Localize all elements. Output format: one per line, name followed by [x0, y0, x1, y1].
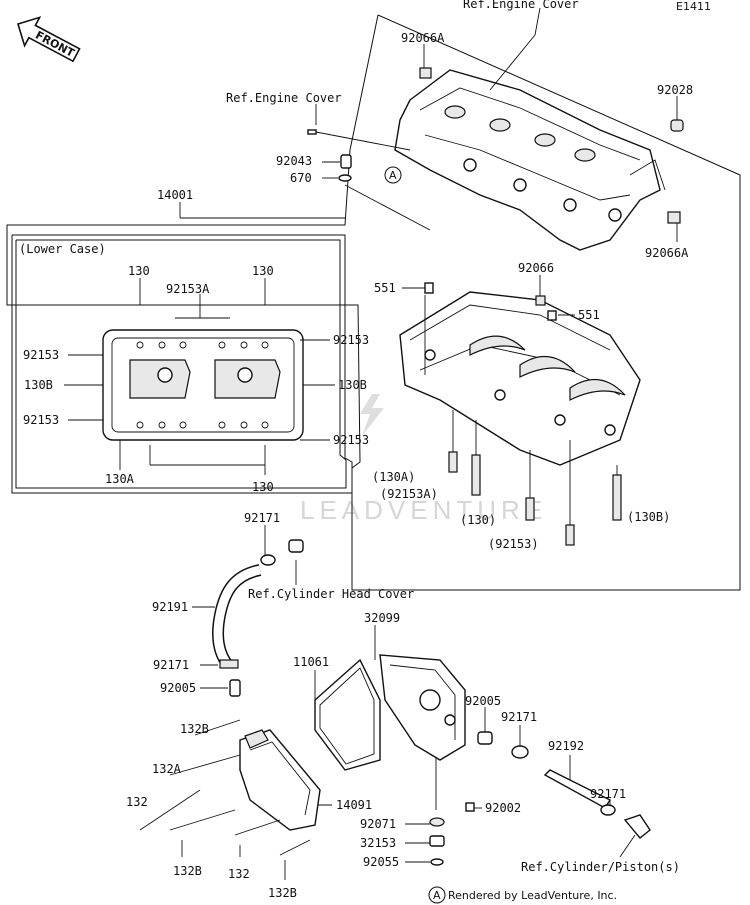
ref-cylinder-piston: Ref.Cylinder/Piston(s)	[521, 860, 680, 874]
part-92028	[670, 119, 684, 132]
callout-lc-92153-l2: 92153	[23, 413, 59, 427]
callout-92192: 92192	[548, 739, 584, 753]
drain-plug-assembly	[429, 802, 475, 866]
callout-lc-130b-l: 130B	[24, 378, 53, 392]
oil-pan-32099	[379, 654, 466, 761]
watermark-text: LEADVENTURE	[300, 495, 547, 525]
breather-hose-92191	[212, 564, 262, 669]
gasket-11061	[314, 658, 381, 771]
callout-92171-right: 92171	[501, 710, 537, 724]
lower-case-inset	[11, 234, 353, 494]
callout-bolt-92153: (92153)	[488, 537, 539, 551]
svg-text:A: A	[433, 889, 441, 902]
part-callouts: 92066A 92028 92043 670 14001 92066A 551 …	[23, 31, 693, 900]
part-92005-right	[477, 731, 493, 745]
callout-92055: 92055	[363, 855, 399, 869]
callout-lc-92153-r1: 92153	[333, 333, 369, 347]
reference-marker-a-upper: A	[384, 166, 402, 184]
callout-14001: 14001	[157, 188, 193, 202]
callout-92071: 92071	[360, 817, 396, 831]
callout-92171-far: 92171	[590, 787, 626, 801]
clamp-92171-far	[600, 804, 616, 816]
ref-engine-cover-top: Ref.Engine Cover	[463, 0, 579, 11]
ref-cylinder-head-cover: Ref.Cylinder Head Cover	[248, 587, 414, 601]
clamp-92171-top	[260, 554, 276, 566]
ref-engine-cover-left: Ref.Engine Cover	[226, 91, 342, 105]
part-dowel	[307, 129, 317, 135]
lower-crankcase	[399, 291, 641, 466]
callout-lc-92153-l1: 92153	[23, 348, 59, 362]
callout-132a: 132A	[152, 762, 182, 776]
callout-132b-bot2: 132B	[268, 886, 297, 900]
callout-92191: 92191	[152, 600, 188, 614]
callout-lc-92153a: 92153A	[166, 282, 210, 296]
part-cylinder-head-fitting	[288, 539, 304, 553]
reference-marker-a-lower: A	[428, 886, 446, 904]
callout-bolt-92153a: (92153A)	[380, 487, 438, 501]
upper-crankcase	[394, 69, 666, 251]
callout-92002: 92002	[485, 801, 521, 815]
svg-text:A: A	[389, 169, 397, 182]
clamp-92171-mid	[219, 659, 239, 669]
callout-bolt-130b: (130B)	[627, 510, 670, 524]
callout-92005-left: 92005	[160, 681, 196, 695]
callout-92171-mid: 92171	[153, 658, 189, 672]
footer-credit: Rendered by LeadVenture, Inc.	[448, 889, 617, 902]
lower-case-bolts	[448, 410, 622, 546]
callout-132-bot: 132	[228, 867, 250, 881]
callout-92066a-right: 92066A	[645, 246, 689, 260]
part-551-left	[424, 282, 434, 294]
callout-551-left: 551	[374, 281, 396, 295]
callout-lc-130a: 130A	[105, 472, 135, 486]
part-cylinder-piston-fitting	[623, 814, 651, 839]
part-92066	[535, 295, 546, 306]
callout-92066a-top: 92066A	[401, 31, 445, 45]
reference-labels: Ref.Engine Cover Ref.Engine Cover Ref.Cy…	[226, 0, 680, 874]
callout-lc-130b-r: 130B	[338, 378, 367, 392]
callout-lc-130-b: 130	[252, 480, 274, 494]
hose-92192	[543, 769, 612, 809]
callout-14091: 14091	[336, 798, 372, 812]
callout-132b-bot1: 132B	[173, 864, 202, 878]
front-arrow-icon: FRONT	[16, 16, 81, 63]
callout-bolt-130: (130)	[460, 513, 496, 527]
part-92066A-right	[667, 211, 681, 224]
lower-case-plan-view	[102, 329, 304, 441]
callout-92043: 92043	[276, 154, 312, 168]
clamp-92171-right	[511, 745, 529, 759]
crankcase-frame	[6, 14, 741, 591]
watermark: LEADVENTURE	[300, 394, 547, 525]
callout-lc-92153-r2: 92153	[333, 433, 369, 447]
cover-14091	[239, 729, 321, 831]
callout-32153: 32153	[360, 836, 396, 850]
part-551-right	[547, 310, 557, 321]
part-92005-left	[229, 679, 241, 697]
callout-92028: 92028	[657, 83, 693, 97]
lower-case-title: (Lower Case)	[19, 242, 106, 256]
callout-670: 670	[290, 171, 312, 185]
callout-92171-top: 92171	[244, 511, 280, 525]
callout-32099: 32099	[364, 611, 400, 625]
part-92043	[340, 154, 352, 169]
callout-bolt-130a: (130A)	[372, 470, 415, 484]
part-670	[338, 174, 352, 182]
callout-lc-130-tl: 130	[128, 264, 150, 278]
callout-132b-top: 132B	[180, 722, 209, 736]
callout-551-right: 551	[578, 308, 600, 322]
callout-132: 132	[126, 795, 148, 809]
callout-11061: 11061	[293, 655, 329, 669]
cover-bolts	[139, 719, 311, 880]
diagram-code: E1411	[676, 0, 711, 13]
callout-92005-right: 92005	[465, 694, 501, 708]
callout-lc-130-tr: 130	[252, 264, 274, 278]
callout-92066: 92066	[518, 261, 554, 275]
part-92066A-top	[419, 67, 432, 79]
